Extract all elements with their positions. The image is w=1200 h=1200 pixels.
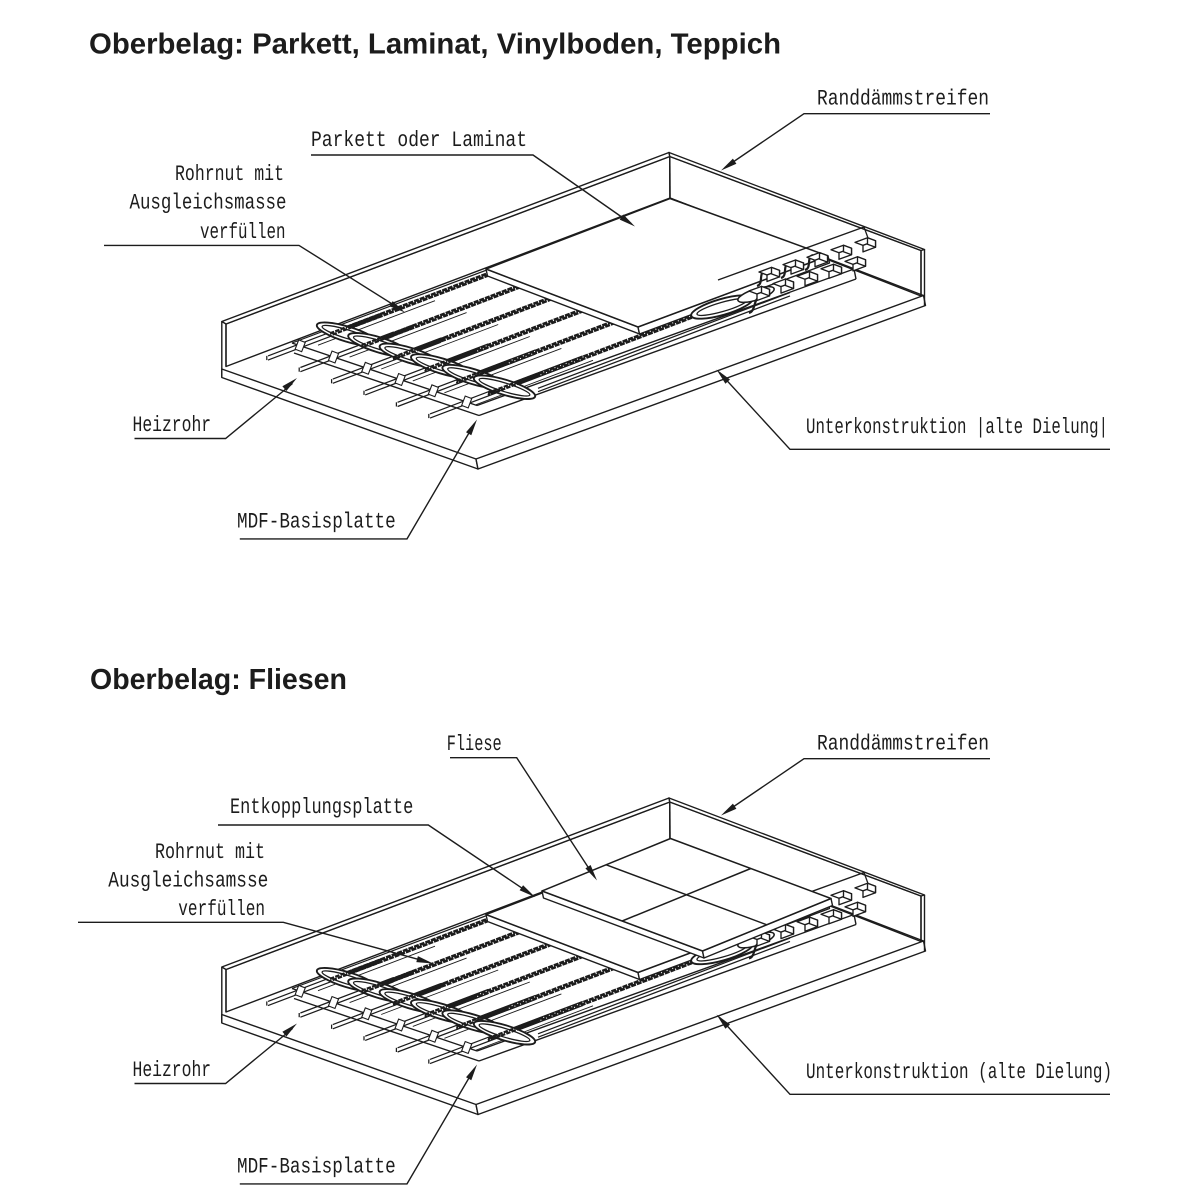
svg-text:Entkopplungsplatte: Entkopplungsplatte (230, 795, 413, 820)
svg-text:Unterkonstruktion |alte Dielun: Unterkonstruktion |alte Dielung| (806, 415, 1108, 440)
svg-text:Parkett oder Laminat: Parkett oder Laminat (311, 128, 527, 153)
svg-text:Oberbelag: Parkett, Laminat, V: Oberbelag: Parkett, Laminat, Vinylboden,… (89, 29, 781, 61)
svg-text:Ausgleichsmasse: Ausgleichsmasse (130, 191, 287, 216)
svg-text:MDF-Basisplatte: MDF-Basisplatte (237, 510, 396, 535)
svg-text:Heizrohr: Heizrohr (133, 1058, 212, 1083)
svg-text:Fliese: Fliese (447, 732, 502, 757)
svg-text:Heizrohr: Heizrohr (133, 413, 212, 438)
svg-text:Unterkonstruktion (alte Dielun: Unterkonstruktion (alte Dielung) (806, 1060, 1112, 1085)
svg-text:Randdämmstreifen: Randdämmstreifen (817, 732, 989, 757)
svg-text:verfüllen: verfüllen (200, 220, 286, 245)
svg-text:verfüllen: verfüllen (178, 897, 265, 922)
svg-text:Randdämmstreifen: Randdämmstreifen (817, 87, 989, 112)
svg-text:Ausgleichsamsse: Ausgleichsamsse (108, 869, 268, 894)
svg-text:MDF-Basisplatte: MDF-Basisplatte (237, 1155, 396, 1180)
svg-text:Oberbelag: Fliesen: Oberbelag: Fliesen (90, 664, 347, 696)
svg-text:Rohrnut mit: Rohrnut mit (175, 162, 284, 187)
svg-text:Rohrnut mit: Rohrnut mit (155, 840, 265, 865)
